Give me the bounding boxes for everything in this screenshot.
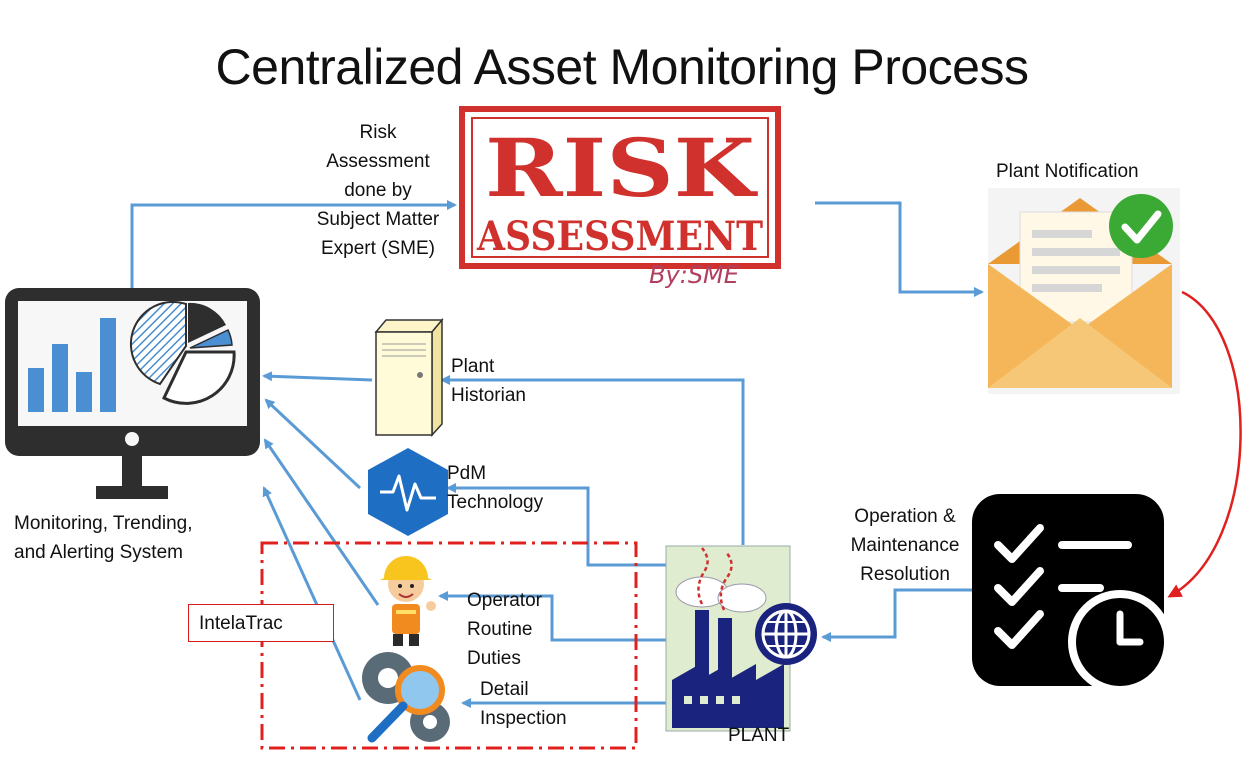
plant-historian-label: Plant Historian [451,352,526,410]
operator-duties-line: Routine [467,619,533,640]
om-resolution-line: Resolution [860,564,950,585]
om-resolution-line: Operation & [854,506,956,527]
arrow-risk-to-notification [815,201,984,297]
server-icon [374,317,444,437]
plant-notification-label: Plant Notification [996,161,1139,182]
intelatrac-boundary [260,541,638,750]
worker-icon [380,556,436,646]
plant-label: PLANT [728,725,790,746]
operator-duties-line: Duties [467,648,521,669]
detail-inspection-label: Detail Inspection [480,675,567,733]
risk-note-line: Expert (SME) [320,238,436,259]
monitoring-system-line: and Alerting System [14,542,183,563]
monitor-icon [5,288,260,499]
detail-inspection-line: Inspection [480,708,567,729]
arrow-plant-to-historian [440,375,745,545]
operator-duties-line: Operator [467,590,542,611]
detail-inspection-line: Detail [480,679,529,700]
risk-assessment-stamp: RISK ASSESSMENT By:SME [459,106,781,289]
monitoring-system-line: Monitoring, Trending, [14,513,193,534]
risk-note-line: Assessment [326,151,430,172]
arrow-pdm-to-monitor [264,398,362,490]
monitoring-system-label: Monitoring, Trending, and Alerting Syste… [14,509,193,567]
arrow-om-to-plant [821,588,973,642]
stamp-assessment-text: ASSESSMENT [476,213,763,260]
plant-historian-line: Historian [451,385,526,406]
globe-icon [755,603,817,665]
diagram-title: Centralized Asset Monitoring Process [215,39,1029,95]
pdm-technology-line: PdM [447,463,487,484]
risk-note-line: Risk [359,122,397,143]
pdm-technology-label: PdM Technology [447,459,543,517]
risk-note-line: done by [344,180,412,201]
connector-arrows [130,200,984,708]
om-resolution-line: Maintenance [850,535,960,556]
om-resolution-label: Operation & Maintenance Resolution [832,502,978,589]
plant-factory-icon [665,545,791,732]
pdm-hexagon-icon [368,448,448,536]
arrow-operator-to-monitor [263,438,380,606]
checklist-clock-icon [972,494,1172,694]
operator-duties-label: Operator Routine Duties [467,586,542,673]
arrow-notification-to-checklist [1167,290,1242,598]
envelope-icon [988,188,1180,394]
gear-magnifier-icon [362,652,450,743]
stamp-signature-text: By:SME [649,261,740,289]
intelatrac-label: IntelaTrac [188,604,334,642]
arrow-monitor-to-risk [130,200,457,290]
arrow-historian-to-monitor [262,371,373,382]
risk-assessment-note: Risk Assessment done by Subject Matter E… [300,118,456,263]
arrow-plant-to-pdm [446,483,668,567]
stamp-risk-text: RISK [485,121,758,215]
pdm-technology-line: Technology [447,492,544,513]
plant-historian-line: Plant [451,356,495,377]
arrow-plant-to-operator [438,591,668,642]
arrow-inspection-to-monitor [262,486,362,701]
risk-note-line: Subject Matter [316,209,440,230]
